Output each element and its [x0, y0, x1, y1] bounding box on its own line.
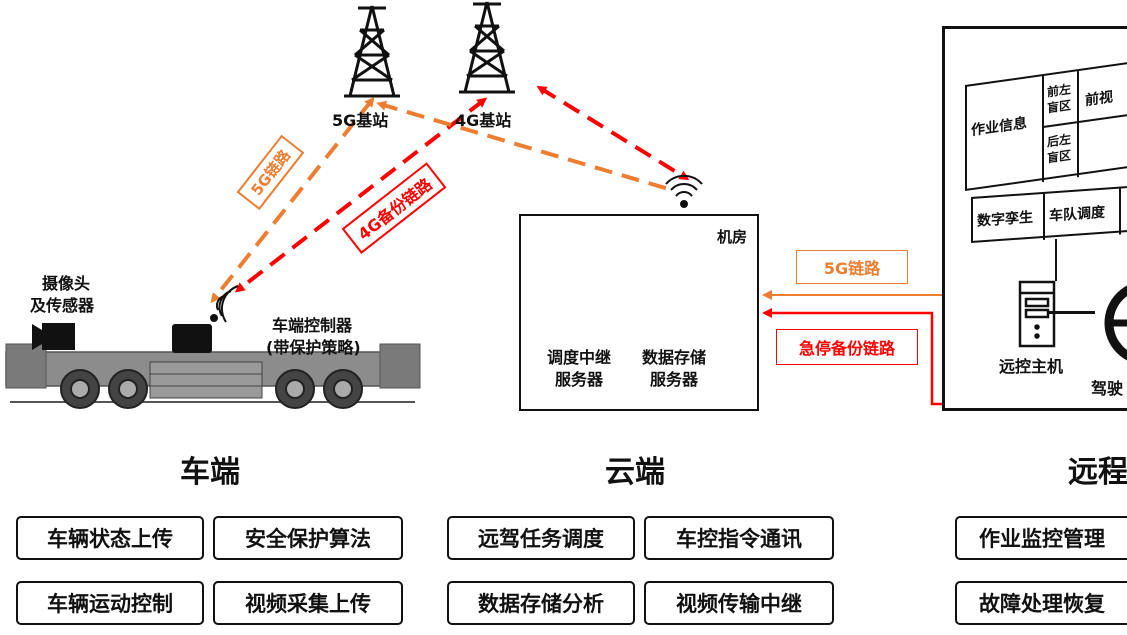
server1-label-line1: 调度中继 [547, 348, 612, 367]
func-video-relay: 视频传输中继 [644, 581, 834, 625]
monitor-wall-top: 作业信息 前左 盲区 后左 盲区 前视 [965, 56, 1127, 191]
wifi-icon-vehicle [210, 285, 239, 323]
drive-label: 驾驶 [1091, 379, 1124, 398]
func-safety-algorithm: 安全保护算法 [213, 516, 403, 560]
server2-label-line1: 数据存储 [642, 348, 707, 367]
room-label: 机房 [716, 228, 747, 246]
steering-wheel-icon [1104, 285, 1127, 361]
func-video-capture-upload: 视频采集上传 [213, 581, 403, 625]
wifi-icon-cloud [665, 174, 703, 208]
func-data-storage-analysis: 数据存储分析 [447, 581, 635, 625]
server2-label-line2: 服务器 [650, 370, 699, 389]
section-title-vehicle: 车端 [180, 455, 240, 490]
func-job-monitoring: 作业监控管理 [955, 516, 1127, 560]
digital-twin-label: 数字孪生 [977, 209, 1033, 230]
func-fault-recovery: 故障处理恢复 [955, 581, 1127, 625]
link-4g-backup-line [234, 97, 488, 293]
section-title-cloud: 云端 [605, 455, 665, 490]
camera-label-line2: 及传感器 [30, 296, 95, 315]
func-vehicle-motion-control: 车辆运动控制 [16, 581, 204, 625]
tower-4g-label: 4G基站 [455, 111, 512, 130]
remote-host-server-icon [1018, 280, 1056, 348]
server1-label-line2: 服务器 [555, 370, 604, 389]
job-info-label: 作业信息 [971, 115, 1027, 140]
vehicle-wheels [60, 369, 363, 409]
vehicle-controller-icon [172, 324, 212, 353]
server-room: 机房 调度中继 服务器 数据存储 服务器 [519, 214, 759, 411]
section-title-remote: 远程 [1068, 455, 1127, 490]
front-left-blind-line2: 盲区 [1047, 98, 1072, 116]
tower-5g-label: 5G基站 [332, 111, 389, 130]
tower-4g-icon [459, 1, 515, 94]
func-remote-task-dispatch: 远驾任务调度 [447, 516, 635, 560]
func-vehicle-status-upload: 车辆状态上传 [16, 516, 204, 560]
controller-label-line2: (带保护策略) [266, 338, 361, 357]
link-5g-cloud-remote-label: 5G链路 [796, 250, 908, 284]
link-estop-backup-label: 急停备份链路 [776, 329, 918, 365]
front-view-label: 前视 [1085, 89, 1113, 110]
tower-5g-icon [344, 5, 400, 98]
camera-icon [32, 323, 75, 350]
controller-label-line1: 车端控制器 [272, 316, 353, 335]
remote-host-label: 远控主机 [999, 357, 1064, 376]
remote-control-room: 作业信息 前左 盲区 后左 盲区 前视 数字孪生 车队调度 [942, 26, 1127, 411]
camera-label-line1: 摄像头 [42, 274, 91, 293]
link-4g-cloud-line [536, 85, 690, 181]
fleet-dispatch-label: 车队调度 [1049, 204, 1105, 225]
rear-left-blind-line2: 盲区 [1047, 148, 1072, 166]
monitor-wall-bottom: 数字孪生 车队调度 [971, 183, 1127, 243]
func-control-command-comm: 车控指令通讯 [644, 516, 834, 560]
